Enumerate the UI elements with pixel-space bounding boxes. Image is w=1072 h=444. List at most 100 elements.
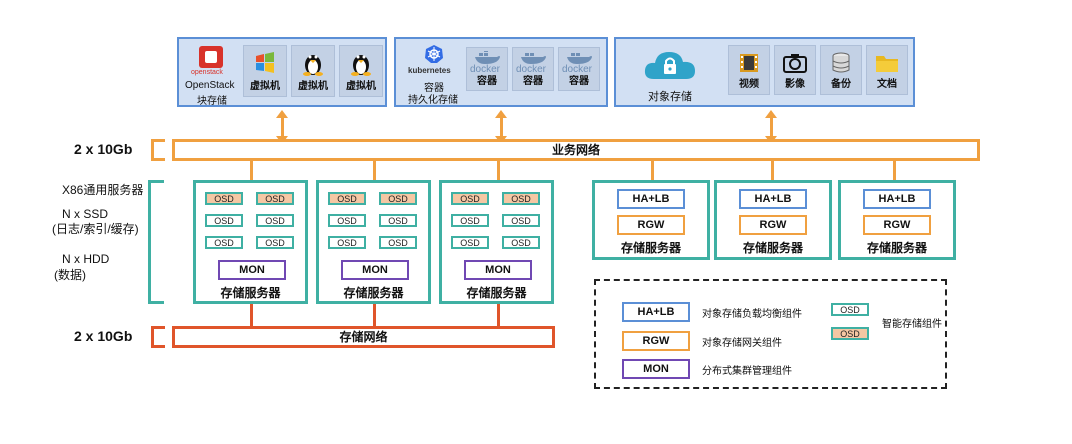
storage-server-2: OSD OSD OSD OSD OSD OSD MON 存储服务器 (316, 180, 431, 304)
bottom-bandwidth-label: 2 x 10Gb (74, 328, 133, 344)
linux-tux-icon (292, 50, 334, 76)
linux-tux-icon (340, 50, 382, 76)
openstack-logo-icon (199, 46, 223, 68)
folder-icon (867, 50, 907, 76)
legend-osd-chip-hdd: OSD (831, 327, 869, 340)
openstack-caption-1: OpenStack (185, 80, 235, 91)
openstack-group: openstack OpenStack 块存储 虚拟机 虚拟机 虚拟机 (177, 37, 387, 107)
ha-lb-chip: HA+LB (863, 189, 931, 209)
bottom-bandwidth-brace (151, 326, 165, 348)
server-label: 存储服务器 (466, 286, 527, 300)
server-label: 存储服务器 (742, 241, 803, 255)
kubernetes-logo-text: kubernetes (408, 66, 451, 75)
ssd-label-2: (日志/索引/缓存) (52, 222, 139, 236)
hdd-label-2: (数据) (54, 268, 86, 282)
storage-network-bar: 存储网络 (172, 326, 555, 348)
server-label: 存储服务器 (866, 241, 927, 255)
osd-chip: OSD (502, 214, 540, 227)
osd-chip: OSD (379, 214, 417, 227)
vm-tile-windows: 虚拟机 (243, 45, 287, 97)
kubernetes-icon (424, 44, 444, 64)
rgw-chip: RGW (617, 215, 685, 235)
object-tile-label: 文档 (877, 79, 897, 90)
gateway-server-1: HA+LB RGW 存储服务器 (592, 180, 710, 260)
ssd-label-1: N x SSD (62, 207, 109, 221)
connector-business-server-1 (250, 161, 253, 180)
connector-business-server-3 (497, 161, 500, 180)
object-tile-label: 影像 (785, 79, 805, 90)
osd-chip: OSD (451, 214, 489, 227)
object-tile-image: 影像 (774, 45, 816, 95)
object-storage-caption: 对象存储 (648, 91, 692, 103)
osd-chip: OSD (205, 236, 243, 249)
rgw-chip: RGW (739, 215, 807, 235)
storage-server-3: OSD OSD OSD OSD OSD OSD MON 存储服务器 (439, 180, 554, 304)
server-type-label: X86通用服务器 (62, 183, 144, 197)
osd-chip: OSD (205, 214, 243, 227)
legend-osd-desc: 智能存储组件 (882, 319, 942, 330)
osd-chip: OSD (205, 192, 243, 205)
legend-box: HA+LB 对象存储负载均衡组件 RGW 对象存储网关组件 MON 分布式集群管… (594, 279, 947, 389)
osd-chip: OSD (256, 192, 294, 205)
top-bandwidth-brace (151, 139, 165, 161)
business-network-label: 业务网络 (551, 143, 600, 157)
osd-chip: OSD (256, 214, 294, 227)
ha-lb-chip: HA+LB (739, 189, 807, 209)
link-arrow-kubernetes (495, 110, 507, 144)
container-tile-2: docker 容器 (512, 47, 554, 91)
vm-label: 虚拟机 (250, 81, 280, 92)
connector-storage-server-1 (250, 304, 253, 326)
hdd-label-1: N x HDD (62, 252, 110, 266)
database-icon (821, 50, 861, 76)
legend-osd-chip-ssd: OSD (831, 303, 869, 316)
osd-chip: OSD (502, 236, 540, 249)
osd-chip: OSD (451, 236, 489, 249)
osd-chip: OSD (328, 214, 366, 227)
kubernetes-caption-2: 持久化存储 (408, 95, 458, 106)
windows-icon (244, 50, 286, 76)
osd-chip: OSD (502, 192, 540, 205)
osd-chip: OSD (451, 192, 489, 205)
docker-text: docker (470, 64, 501, 75)
top-bandwidth-label: 2 x 10Gb (74, 141, 133, 157)
object-storage-group: 对象存储 视频 影像 备份 文档 (614, 37, 915, 107)
connector-business-rgw-1 (651, 161, 654, 180)
vm-tile-linux-2: 虚拟机 (339, 45, 383, 97)
legend-mon-desc: 分布式集群管理组件 (702, 366, 792, 377)
link-arrow-openstack (276, 110, 288, 144)
container-tile-3: docker 容器 (558, 47, 600, 91)
osd-chip: OSD (379, 236, 417, 249)
ha-lb-chip: HA+LB (617, 189, 685, 209)
osd-chip: OSD (256, 236, 294, 249)
container-label: 容器 (477, 76, 497, 87)
cloud-lock-icon (642, 47, 698, 83)
connector-storage-server-2 (373, 304, 376, 326)
vm-label: 虚拟机 (298, 81, 328, 92)
docker-text: docker (516, 64, 547, 75)
docker-text: docker (562, 64, 593, 75)
docker-whale-icon (559, 50, 599, 66)
server-spec-brace (148, 180, 164, 304)
container-tile-1: docker 容器 (466, 47, 508, 91)
mon-chip: MON (464, 260, 532, 280)
osd-chip: OSD (379, 192, 417, 205)
object-tile-document: 文档 (866, 45, 908, 95)
object-tile-label: 视频 (739, 79, 759, 90)
kubernetes-caption-1: 容器 (424, 83, 444, 94)
object-tile-video: 视频 (728, 45, 770, 95)
connector-business-server-2 (373, 161, 376, 180)
docker-whale-icon (513, 50, 553, 66)
storage-server-1: OSD OSD OSD OSD OSD OSD MON 存储服务器 (193, 180, 308, 304)
vm-label: 虚拟机 (346, 81, 376, 92)
docker-whale-icon (467, 50, 507, 66)
gateway-server-3: HA+LB RGW 存储服务器 (838, 180, 956, 260)
server-label: 存储服务器 (620, 241, 681, 255)
kubernetes-group: kubernetes 容器 持久化存储 docker 容器 docker 容器 … (394, 37, 608, 107)
legend-rgw-chip: RGW (622, 331, 690, 351)
openstack-caption-2: 块存储 (197, 96, 227, 107)
video-film-icon (729, 50, 769, 76)
mon-chip: MON (218, 260, 286, 280)
connector-business-rgw-3 (893, 161, 896, 180)
osd-chip: OSD (328, 236, 366, 249)
container-label: 容器 (569, 76, 589, 87)
